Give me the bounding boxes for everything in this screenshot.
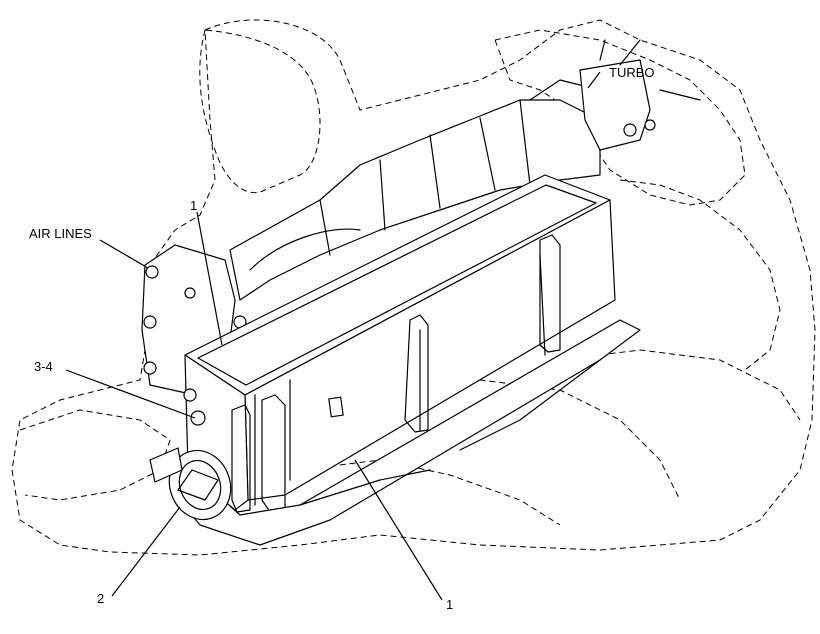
inlet-elbow	[149, 388, 232, 521]
callout-3-4: 3-4	[34, 359, 53, 374]
callout-2: 2	[97, 591, 105, 606]
callout-1-top: 1	[190, 198, 198, 213]
turbo-section	[579, 39, 701, 151]
turbo-label: TURBO	[609, 65, 655, 80]
leader-lines	[65, 71, 601, 601]
aftercooler-core	[184, 174, 616, 513]
air-lines-label: AIR LINES	[29, 226, 92, 241]
callout-1-bottom: 1	[446, 597, 454, 612]
